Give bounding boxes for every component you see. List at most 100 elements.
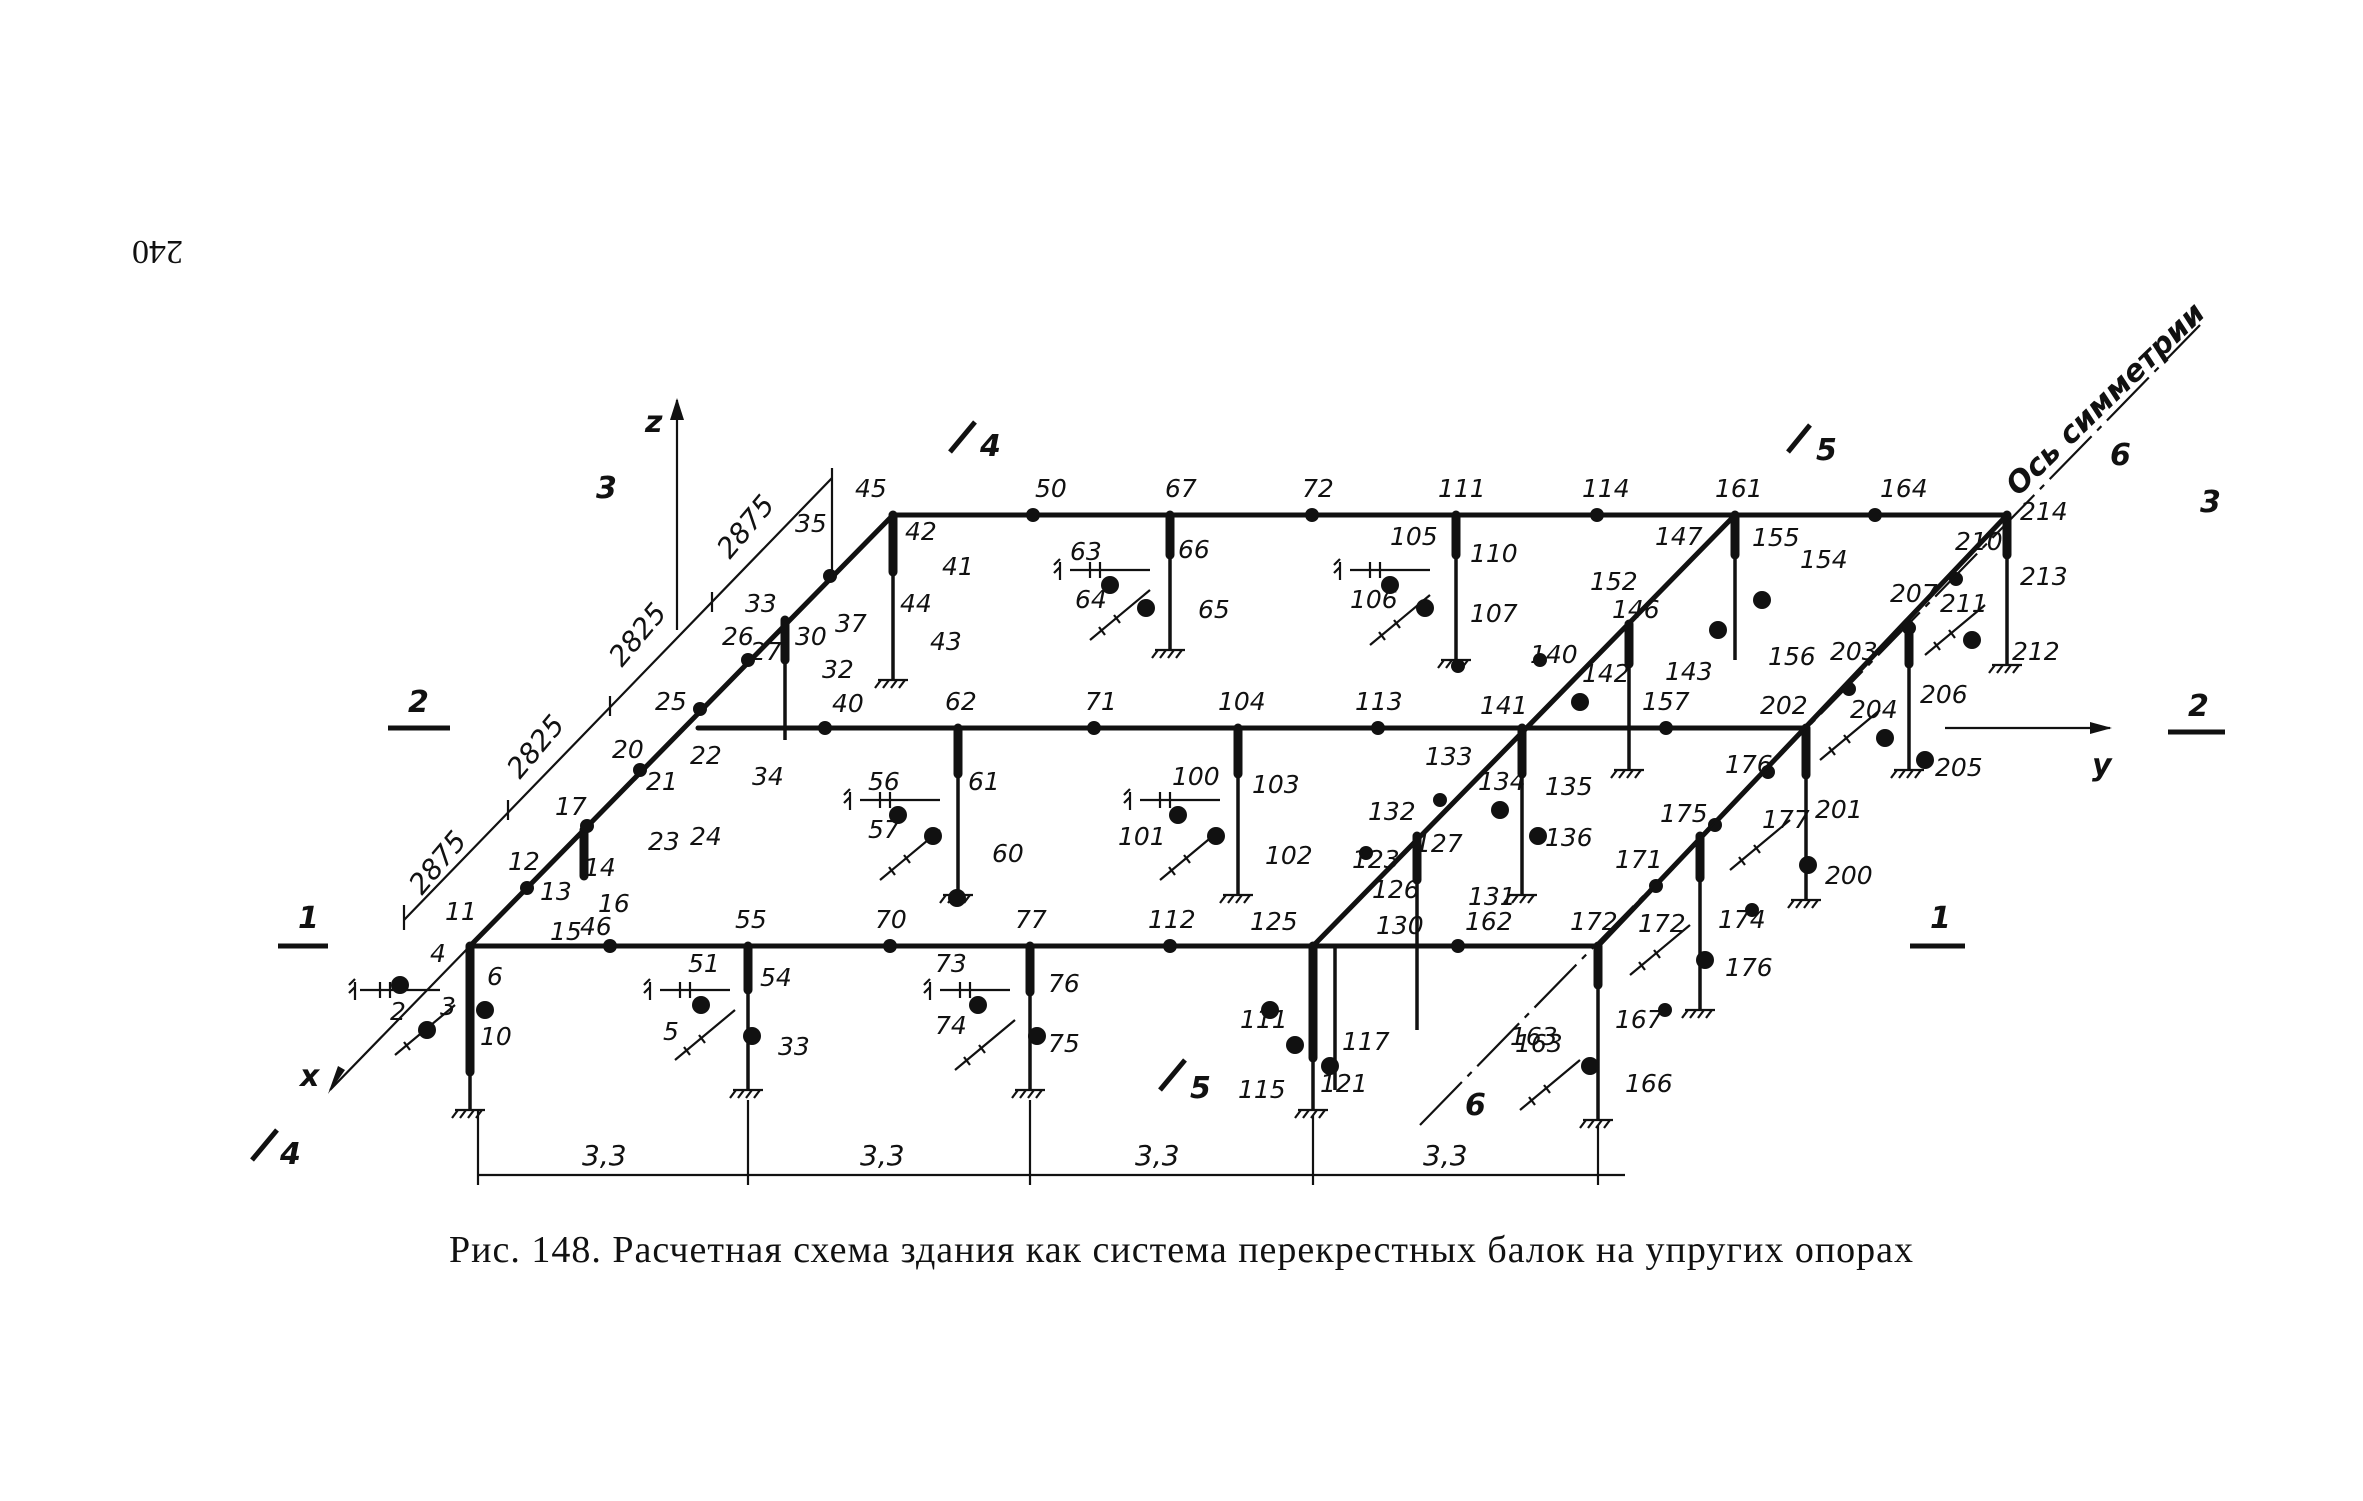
node-label: 5	[663, 1017, 679, 1046]
node-label: 100	[1172, 762, 1220, 791]
node-label: 114	[1582, 474, 1630, 503]
section-marks: 1 1 2 2 3 3 4 4 5 5 6 6	[250, 420, 2225, 1172]
node-label: 163	[1510, 1022, 1558, 1051]
node-label: 40	[832, 689, 864, 718]
node-label: 125	[1250, 907, 1298, 936]
node-label: 213	[2020, 562, 2068, 591]
node-label: 17	[555, 792, 587, 821]
node-labels-front: 4 11 46 55 70 77 112 125 162 172	[430, 897, 1618, 968]
node-label: 72	[1302, 474, 1334, 503]
node-label: 172	[1638, 909, 1686, 938]
node-label: 161	[1715, 474, 1763, 503]
dim-left-2: 2825	[602, 597, 673, 673]
node-label: 142	[1582, 659, 1630, 688]
node-label: 162	[1465, 907, 1513, 936]
node-label: 20	[612, 735, 644, 764]
node-label: 25	[655, 687, 687, 716]
node-label: 174	[1718, 905, 1766, 934]
node-label: 106	[1350, 585, 1398, 614]
node-label: 102	[1265, 841, 1313, 870]
node-label: 163	[1515, 1029, 1563, 1058]
node-label: 155	[1752, 523, 1800, 552]
node-label: 6	[487, 962, 503, 991]
node-label: 135	[1545, 772, 1593, 801]
node-label: 133	[1425, 742, 1473, 771]
node-label: 61	[968, 767, 1000, 796]
node-label: 176	[1725, 953, 1773, 982]
node-label: 131	[1468, 882, 1516, 911]
node-labels-misc: 2 3 5 6 10 13 14 15 16 21 22 23 24 27 30…	[390, 517, 2068, 1104]
figure-caption: Рис. 148. Расчетная схема здания как сис…	[448, 1229, 1915, 1271]
node-label: 127	[1415, 829, 1463, 858]
section-5-bottom: 5	[1190, 1071, 1211, 1106]
node-label: 70	[875, 905, 907, 934]
node-label: 76	[1048, 969, 1080, 998]
section-3-right: 3	[2200, 485, 2221, 520]
node-label: 75	[1048, 1029, 1080, 1058]
node-label: 202	[1760, 691, 1808, 720]
node-label: 105	[1390, 522, 1438, 551]
symmetry-axis-label: Ось симметрии	[1999, 296, 2212, 503]
node-label: 23	[648, 827, 680, 856]
node-label: 22	[690, 741, 722, 770]
node-label: 110	[1470, 539, 1518, 568]
axis-z-label: z	[644, 405, 663, 440]
node-label: 21	[646, 767, 678, 796]
columns	[465, 510, 2012, 1077]
node-label: 26	[722, 622, 754, 651]
dim-bottom-1: 3,3	[582, 1139, 627, 1172]
node-label: 42	[905, 517, 937, 546]
node-label: 115	[1238, 1075, 1286, 1104]
node-label: 200	[1825, 861, 1873, 890]
node-label: 172	[1570, 907, 1618, 936]
node-label: 112	[1148, 905, 1196, 934]
node-labels-left-edge: 12 17 20 26 33 35	[508, 509, 827, 876]
dim-bottom-2: 3,3	[860, 1139, 905, 1172]
node-labels-mid: 25 62 71 104 113 141 202	[655, 687, 1808, 720]
dim-left-4: 2875	[402, 825, 473, 901]
node-label: 65	[1198, 595, 1230, 624]
node-label: 147	[1655, 522, 1703, 551]
node-label: 11	[445, 897, 477, 926]
section-6-top: 6	[2110, 438, 2131, 473]
elastic-supports	[348, 558, 2022, 1129]
section-1-right: 1	[1930, 901, 1951, 936]
node-label: 166	[1625, 1069, 1673, 1098]
node-label: 57	[868, 815, 900, 844]
node-label: 51	[688, 949, 720, 978]
node-label: 44	[900, 589, 932, 618]
node-label: 136	[1545, 823, 1593, 852]
node-label: 71	[1085, 687, 1117, 716]
node-label: 211	[1940, 589, 1988, 618]
node-label: 74	[935, 1011, 967, 1040]
node-label: 175	[1660, 799, 1708, 828]
axis-y-label: y	[2092, 748, 2113, 783]
node-label: 171	[1615, 845, 1663, 874]
dim-left-1: 2875	[710, 489, 781, 565]
dim-left-3: 2825	[500, 709, 571, 785]
symmetry-axis: Ось симметрии	[1419, 296, 2212, 1126]
node-label: 27	[750, 637, 782, 666]
node-label: 204	[1850, 695, 1898, 724]
node-label: 167	[1615, 1005, 1663, 1034]
node-label: 143	[1665, 657, 1713, 686]
axis-x-label: x	[298, 1059, 321, 1094]
node-label: 130	[1376, 911, 1424, 940]
node-label: 50	[1035, 474, 1067, 503]
node-label: 141	[1480, 691, 1528, 720]
node-label: 113	[1355, 687, 1403, 716]
node-label: 15	[550, 917, 582, 946]
node-label: 64	[1075, 585, 1107, 614]
node-labels-back: 45 50 67 72 111 114 161 164 214	[855, 474, 2068, 526]
node-label: 205	[1935, 753, 1983, 782]
node-label: 140	[1530, 640, 1578, 669]
node-label: 176	[1725, 750, 1773, 779]
node-label: 24	[690, 822, 722, 851]
node-label: 77	[1015, 905, 1047, 934]
node-label: 134	[1478, 767, 1526, 796]
node-label: 207	[1890, 579, 1938, 608]
node-label: 107	[1470, 599, 1518, 628]
node-label: 111	[1438, 474, 1486, 503]
node-label: 117	[1342, 1027, 1390, 1056]
